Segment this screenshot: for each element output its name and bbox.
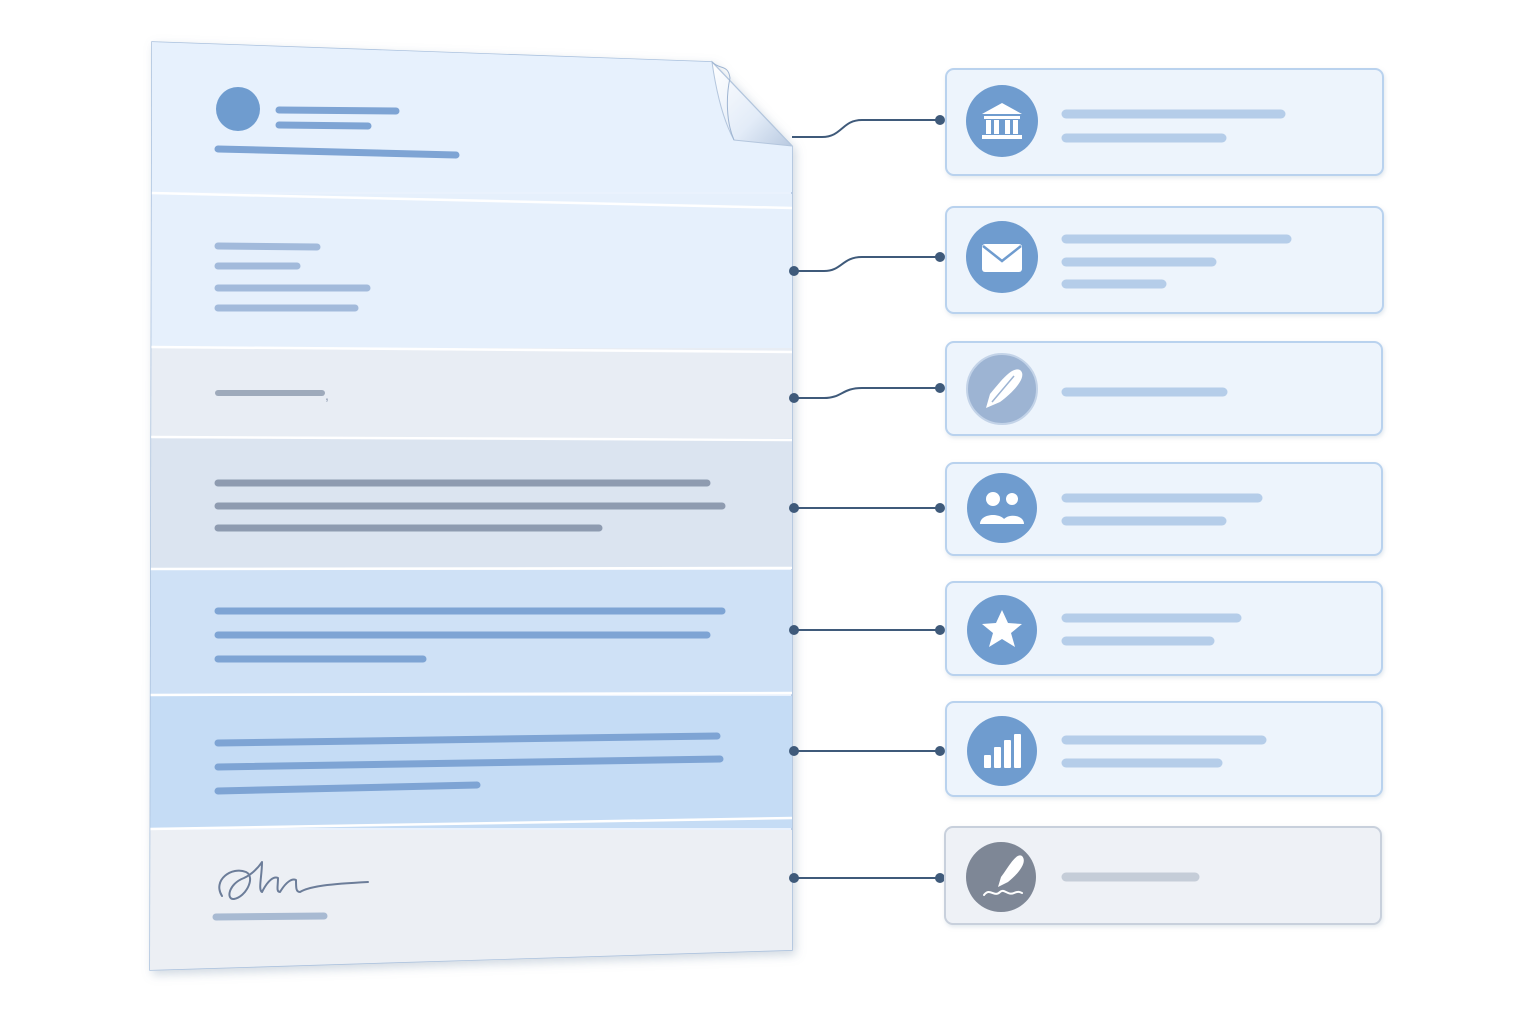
handwritten-signature — [218, 861, 369, 900]
card-pen — [945, 341, 1383, 436]
bank-icon — [982, 103, 1022, 139]
card-signature — [944, 826, 1382, 925]
logo-circle — [216, 87, 260, 131]
bar-chart-icon — [984, 734, 1021, 768]
signature-pen-icon — [983, 855, 1024, 896]
letter-document: , — [149, 41, 794, 971]
salutation-comma: , — [325, 387, 329, 403]
card-bank — [945, 68, 1384, 176]
card-star — [945, 581, 1383, 676]
star-icon — [982, 610, 1022, 647]
card-bar-chart — [945, 701, 1383, 797]
connectors — [789, 115, 945, 883]
mail-icon — [982, 244, 1022, 272]
card-people — [945, 462, 1383, 556]
section-dividers — [150, 191, 792, 831]
pen-icon — [986, 369, 1023, 408]
page-curl — [711, 60, 794, 147]
people-icon — [980, 492, 1024, 524]
address-section — [150, 194, 792, 348]
signature-section — [150, 830, 792, 970]
card-mail — [945, 206, 1384, 314]
